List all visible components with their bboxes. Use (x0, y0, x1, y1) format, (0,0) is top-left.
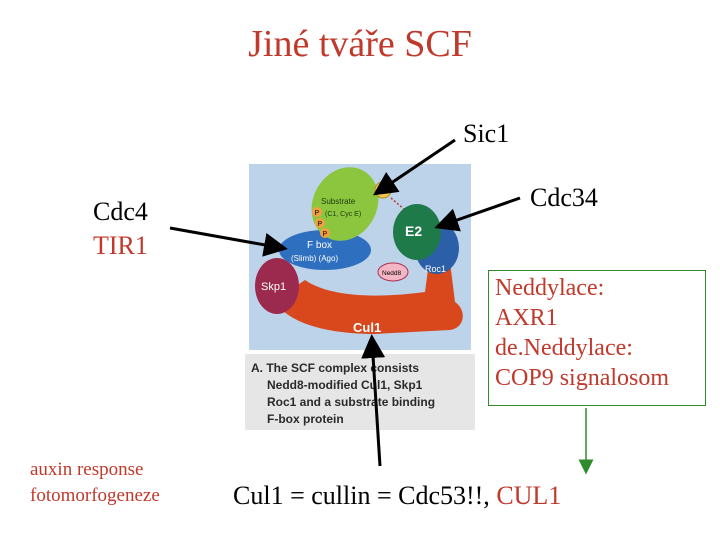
fbox-sublabel: (Slimb) (Ago) (291, 254, 338, 263)
label-auxin-response: auxin response (30, 459, 144, 480)
roc1-label: Roc1 (425, 264, 446, 274)
phosphate-label-2: P (318, 221, 323, 228)
phosphate-circle-1 (312, 207, 322, 217)
fbox-protein (279, 230, 371, 270)
nedd8-protein (377, 262, 409, 282)
cul1-protein (275, 251, 463, 334)
e2-protein (393, 204, 441, 260)
bottom-caption: Cul1 = cullin = Cdc53!!, CUL1 (233, 480, 561, 512)
bottom-caption-main: Cul1 = cullin = Cdc53!!, (233, 481, 497, 510)
caption-line-1: A. The SCF complex consists (251, 361, 419, 375)
substrate-protein (311, 167, 379, 241)
cul1-label: Cul1 (353, 320, 381, 335)
label-sic1: Sic1 (463, 119, 510, 148)
label-tir1: TIR1 (93, 231, 148, 260)
caption-line-3: Roc1 and a substrate binding (267, 395, 435, 409)
fbox-label: F box (307, 240, 332, 251)
phosphate-label-3: P (323, 231, 328, 238)
scf-complex-figure: Cul1 Skp1 F box (Slimb) (Ago) Substrate … (245, 162, 475, 430)
neddylation-line-3: de.Neddylace: (495, 335, 633, 361)
label-cdc4: Cdc4 (93, 197, 148, 226)
ubiquitin-label: Ub (377, 186, 388, 195)
page-title: Jiné tváře SCF (248, 23, 472, 65)
neddylation-line-1: Neddylace: (495, 275, 605, 301)
substrate-sublabel: (C1, Cyc E) (325, 211, 361, 218)
phosphate-circle-2 (315, 218, 325, 228)
bottom-caption-cul1: CUL1 (496, 481, 562, 510)
neddylation-line-2: AXR1 (495, 305, 558, 331)
substrate-label: Substrate (321, 197, 356, 206)
skp1-protein (255, 258, 299, 314)
skp1-label: Skp1 (261, 281, 286, 293)
ubiquitin-transfer-arrow (390, 197, 406, 211)
caption-line-2: Nedd8-modified Cul1, Skp1 (267, 378, 423, 392)
phosphate-label-1: P (315, 210, 320, 217)
neddylation-line-4: COP9 signalosom (495, 365, 670, 391)
phosphate-circle-3 (320, 228, 330, 238)
label-cdc34: Cdc34 (530, 183, 598, 212)
neddylation-box: Neddylace: AXR1 de.Neddylace: COP9 signa… (488, 270, 706, 406)
caption-background (245, 354, 475, 430)
label-fotomorfogeneze: fotomorfogeneze (30, 485, 160, 506)
e2-label: E2 (405, 223, 422, 239)
caption-line-4: F-box protein (267, 412, 344, 426)
nedd8-label: Nedd8 (382, 270, 402, 277)
